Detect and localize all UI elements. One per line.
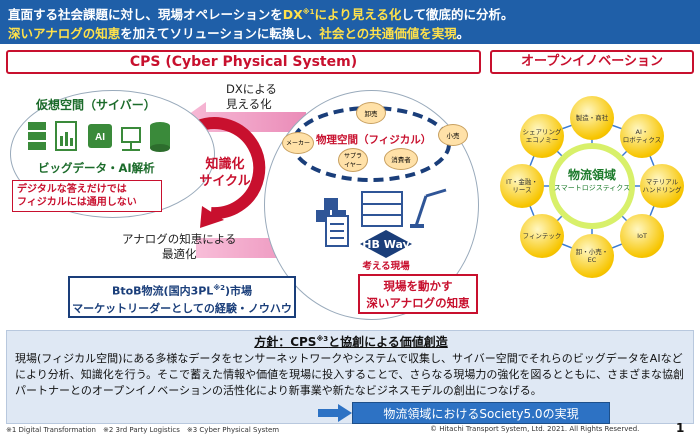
genba-line-1: 現場を動かす <box>383 279 453 293</box>
header-highlight-analog: 深いアナログの知恵 <box>8 26 121 42</box>
policy-title-text-end: と協創による価値創造 <box>328 335 448 349</box>
page-number: 1 <box>676 421 685 435</box>
open-innovation-title: オープンイノベーション <box>490 50 694 74</box>
society-arrow-icon <box>318 404 352 422</box>
btob-text: BtoB物流(国内3PL <box>111 284 214 298</box>
cps-diagram: 仮想空間（サイバー） AI <box>6 78 481 328</box>
hbway-label: HB Way <box>362 238 410 251</box>
partner-label: フィンテック <box>522 232 562 240</box>
center-title: 物流領域 <box>567 168 616 182</box>
policy-title: 方針：CPS※3と協創による価値創造 <box>7 333 695 350</box>
open-innovation-lines <box>521 117 663 257</box>
node-maker: メーカー <box>282 132 314 154</box>
knowledge-cycle-label: 知識化 サイクル <box>198 156 252 190</box>
physical-space-title: 物理空間（フィジカル） <box>316 134 432 146</box>
digital-note: デジタルな答えだけでは フィジカルには通用しない <box>12 180 162 212</box>
partner-fintech: フィンテック <box>520 214 564 258</box>
center-label: 物流領域 スマートロジスティクス <box>552 166 632 193</box>
btob-line-2: マーケットリーダーとしての経験・ノウハウ <box>72 301 292 315</box>
header-text: 直面する社会課題に対し、現場オペレーションを <box>8 7 283 23</box>
node-consumer: 消費者 <box>384 148 418 170</box>
node-wholesale: 卸売 <box>356 102 386 124</box>
server-icon <box>28 122 46 150</box>
partner-label: IT・金融・ リース <box>506 178 538 194</box>
partner-wholesale-retail-ec: 卸・小売・ EC <box>570 234 614 278</box>
partner-sharing-economy: シェアリング エコノミー <box>520 114 564 158</box>
node-supplier: サプラ イヤー <box>338 148 368 172</box>
partner-label: シェアリング エコノミー <box>522 128 562 144</box>
header-footnote-mark: ※1 <box>302 8 315 16</box>
document-chart-icon <box>55 121 77 151</box>
cyber-icons: AI <box>26 118 176 156</box>
svg-text:AI: AI <box>95 132 105 143</box>
dx-arrow <box>178 102 306 142</box>
policy-title-text: 方針：CPS <box>254 335 317 349</box>
footnotes: ※1 Digital Transformation ※2 3rd Party L… <box>6 426 280 434</box>
bigdata-label: ビッグデータ・AI解析 <box>38 161 155 175</box>
clipboard-icon <box>325 215 349 247</box>
header-text: して徹底的に分析。 <box>401 7 514 23</box>
open-innovation-diagram: 物流領域 スマートロジスティクス 製造・商社 AI・ ロボティクス マテリアル … <box>490 78 694 328</box>
ai-chip-icon: AI <box>88 124 112 148</box>
btob-text-end: )市場 <box>225 284 253 298</box>
header-highlight-mieru: により見える化 <box>314 7 402 23</box>
btob-footnote-mark: ※2 <box>213 284 225 292</box>
genba-line-2: 深いアナログの知恵 <box>366 296 470 310</box>
society-banner: 物流領域におけるSociety5.0の実現 <box>352 402 610 424</box>
partner-label: 卸・小売・ EC <box>575 248 609 264</box>
network-icon <box>121 127 141 151</box>
partner-iot: IoT <box>620 214 664 258</box>
copyright: © Hitachi Transport System, Ltd. 2021. A… <box>430 425 640 433</box>
genba-box: 現場を動かす 深いアナログの知恵 <box>358 274 478 314</box>
node-retail: 小売 <box>438 124 468 146</box>
cps-title: CPS (Cyber Physical System) <box>6 50 481 74</box>
partner-label: マテリアル ハンドリング <box>642 178 682 194</box>
cyber-space-title: 仮想空間（サイバー） <box>36 98 156 112</box>
partner-label: 製造・商社 <box>575 114 609 122</box>
partner-label: AI・ ロボティクス <box>622 128 662 144</box>
partner-label: IoT <box>637 232 647 240</box>
header-highlight-dx: DX <box>282 7 303 23</box>
cycle-line-1: 知識化 <box>205 157 245 172</box>
partner-it-finance-lease: IT・金融・ リース <box>500 164 544 208</box>
partner-manufacturing: 製造・商社 <box>570 96 614 140</box>
header-text: 。 <box>456 26 470 42</box>
header-text: を加えてソリューションに転換し、 <box>120 26 320 42</box>
dx-label: DXによる 見える化 <box>226 82 277 111</box>
partner-material-handling: マテリアル ハンドリング <box>640 164 684 208</box>
robot-arm-icon <box>410 188 447 228</box>
database-icon <box>150 122 170 152</box>
policy-body: 現場(フィジカル空間)にある多様なデータをセンサーネットワークやシステムで収集し… <box>15 352 685 397</box>
hbway-badge <box>360 230 412 258</box>
center-subtitle: スマートロジスティクス <box>553 184 631 192</box>
center-circle <box>549 143 635 229</box>
header-highlight-value: 社会との共通価値を実現 <box>319 26 457 42</box>
header-line-1: 直面する社会課題に対し、現場オペレーションをDX※1により見える化して徹底的に分… <box>8 3 692 24</box>
btob-line-1: BtoB物流(国内3PL※2)市場 <box>70 280 294 300</box>
policy-footnote-mark: ※3 <box>316 335 329 343</box>
cycle-line-2: サイクル <box>199 174 251 189</box>
analog-label: アナログの知恵による 最適化 <box>122 232 237 261</box>
shelf-icon <box>361 191 403 227</box>
header-line-2: 深いアナログの知恵を加えてソリューションに転換し、社会との共通価値を実現。 <box>8 24 692 43</box>
partner-ai-robotics: AI・ ロボティクス <box>620 114 664 158</box>
thinking-field-label: 考える現場 <box>362 261 410 272</box>
btob-box: BtoB物流(国内3PL※2)市場 マーケットリーダーとしての経験・ノウハウ <box>68 276 296 318</box>
header-banner: 直面する社会課題に対し、現場オペレーションをDX※1により見える化して徹底的に分… <box>0 0 700 44</box>
